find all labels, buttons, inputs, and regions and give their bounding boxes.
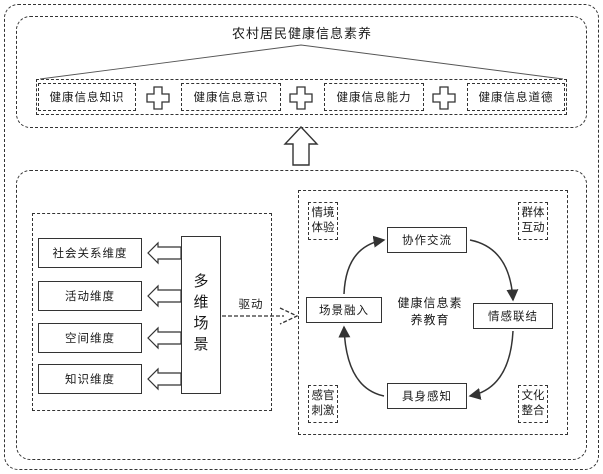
cycle-arrow-to-emotional — [469, 239, 519, 302]
plus-icon-3 — [432, 86, 456, 110]
title-spread-lines — [39, 44, 564, 80]
corner-cultural-integration: 文化整合 — [518, 385, 548, 423]
cycle-center-label: 健康信息素养教育 — [397, 296, 463, 327]
component-health-info-awareness: 健康信息意识 — [181, 83, 281, 111]
dimensions-panel — [32, 213, 272, 411]
corner-group-interaction-label: 群体互动 — [521, 205, 545, 234]
corner-sensory-stimulation-label: 感官刺激 — [311, 388, 335, 417]
dimension-space: 空间维度 — [38, 323, 142, 353]
diagram-title: 农村居民健康信息素养 — [231, 26, 372, 42]
component-row-frame — [36, 79, 567, 115]
drive-arrow-icon — [222, 307, 299, 325]
cycle-arrows — [338, 235, 519, 400]
up-arrow-icon — [283, 125, 319, 166]
cycle-arrow-to-scene — [338, 325, 385, 397]
component-health-info-ability: 健康信息能力 — [324, 83, 424, 111]
dimension-knowledge: 知识维度 — [38, 364, 142, 394]
dimension-social-relations: 社会关系维度 — [38, 238, 142, 268]
cycle-arrow-to-embodied — [468, 330, 514, 400]
corner-situational-experience: 情境体验 — [308, 202, 338, 240]
node-collaborative-communication: 协作交流 — [387, 227, 467, 253]
left-arrow-icon-3 — [147, 326, 182, 350]
multi-dimensional-scene-box: 多维场景 — [181, 236, 221, 394]
component-health-info-ethics: 健康信息道德 — [467, 83, 565, 111]
corner-cultural-integration-label: 文化整合 — [521, 388, 545, 417]
node-scene-integration: 场景融入 — [306, 297, 382, 323]
left-arrow-icon-1 — [147, 241, 182, 265]
drive-label: 驱动 — [238, 297, 264, 311]
corner-sensory-stimulation: 感官刺激 — [308, 385, 338, 423]
left-arrow-icons — [147, 241, 182, 391]
node-embodied-perception: 具身感知 — [387, 383, 467, 409]
cycle-arrow-to-collab — [343, 235, 386, 295]
left-arrow-icon-2 — [147, 284, 182, 308]
cycle-panel — [298, 190, 568, 435]
component-health-info-knowledge: 健康信息知识 — [38, 83, 136, 111]
outer-frame — [4, 4, 599, 470]
bottom-section-frame — [16, 170, 587, 460]
left-arrow-icon-4 — [147, 367, 182, 391]
plus-icon-2 — [289, 86, 313, 110]
node-emotional-connection: 情感联结 — [473, 303, 553, 329]
corner-situational-experience-label: 情境体验 — [311, 205, 335, 234]
plus-icon-1 — [146, 86, 170, 110]
dimension-activity: 活动维度 — [38, 281, 142, 311]
corner-group-interaction: 群体互动 — [518, 202, 548, 240]
